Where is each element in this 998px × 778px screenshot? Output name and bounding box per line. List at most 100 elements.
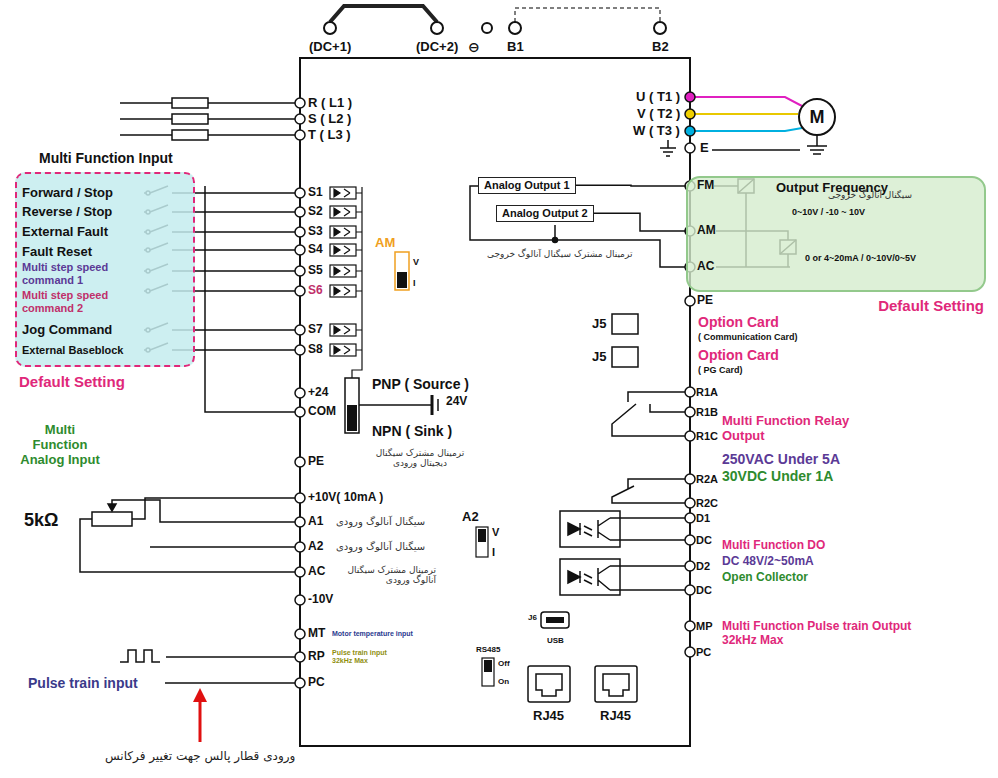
optocoupler-output	[580, 518, 685, 540]
switch-label: AM	[375, 236, 395, 251]
rs485-switch	[484, 660, 492, 672]
potentiometer	[80, 498, 295, 572]
terminal-circle	[685, 431, 695, 441]
terminal-circle	[295, 388, 305, 398]
terminal-circle	[324, 22, 666, 34]
signal-wire	[594, 213, 686, 231]
terminal-label: COM	[308, 405, 336, 419]
optocoupler-output	[568, 571, 580, 583]
terminal-circle	[431, 22, 443, 34]
option-label: ( Communication Card)	[698, 332, 798, 342]
terminal-label: DC	[696, 534, 712, 547]
persian-note: سیگنال آنالوگ ورودی	[336, 541, 425, 553]
default-setting-note: Default Setting	[878, 297, 984, 314]
rs485-switch	[482, 658, 494, 686]
rj45-port	[603, 674, 629, 696]
function-label: External Fault	[22, 225, 108, 240]
output-terminal	[685, 92, 695, 102]
box-label: Analog Output 2	[502, 207, 588, 220]
value-label: 5kΩ	[24, 510, 58, 531]
fuse-symbol	[172, 130, 208, 140]
terminal-circle	[295, 130, 305, 140]
ground-symbol	[712, 136, 827, 154]
terminal-circle	[295, 114, 305, 124]
note-text: Motor temperature input	[332, 630, 413, 638]
input-switch	[205, 186, 295, 412]
terminal-circle	[295, 266, 305, 276]
motor-wire	[695, 113, 798, 115]
terminal-circle	[324, 22, 336, 34]
group-heading: Multi Function Input	[39, 150, 173, 166]
function-label: Jog Command	[22, 323, 112, 338]
terminal-circle	[295, 207, 305, 217]
option-slot	[612, 314, 638, 334]
terminal-circle	[685, 647, 695, 657]
voltage-label: 24V	[446, 395, 467, 409]
a2-select-switch	[478, 529, 486, 542]
port-label: J5	[592, 317, 606, 332]
terminal-label: S5	[308, 264, 323, 278]
switch-label: NPN ( Sink )	[372, 423, 452, 439]
fuse-symbol	[172, 114, 208, 124]
pnp-npn-switch	[345, 378, 359, 433]
photocoupler	[330, 187, 362, 378]
terminal-label: T ( L3 )	[308, 128, 351, 143]
port-label: RS485	[476, 645, 500, 654]
port-label: J6	[528, 613, 537, 622]
terminal-circle	[295, 98, 305, 108]
terminal-label: MP	[696, 620, 713, 633]
terminal-circle	[295, 325, 305, 335]
switch-label: V	[413, 257, 419, 267]
usb-port	[546, 617, 564, 623]
option-label: Option Card	[698, 314, 779, 330]
default-setting-note: Default Setting	[19, 373, 125, 390]
terminal-circle	[685, 498, 695, 508]
rj45-port	[536, 674, 562, 696]
terminal-label: AC	[308, 565, 325, 579]
terminal-label: PC	[696, 646, 711, 659]
section-label: Multi Function Analog Input	[20, 423, 100, 468]
persian-note: سیگنال آنالوگ ورودی	[336, 516, 425, 528]
pulse-symbol	[120, 650, 295, 683]
persian-note: سیگنال آنالوگ خروجی	[828, 190, 912, 200]
terminal-label: +24	[308, 386, 328, 400]
switch-label: Off	[498, 659, 510, 668]
terminal-label: V ( T2 )	[637, 107, 680, 122]
motor-wire	[695, 97, 802, 106]
am-select-switch	[397, 272, 407, 288]
terminal-label: W ( T3 )	[633, 124, 680, 139]
potentiometer	[92, 512, 132, 526]
output-terminal	[685, 92, 695, 136]
terminal-label: (DC+1)	[309, 40, 351, 55]
pnp-npn-switch	[345, 378, 359, 433]
terminal-label: ⊖	[468, 39, 480, 55]
spec-text: 0~10V / -10 ~ 10V	[792, 207, 865, 217]
battery-symbol	[359, 395, 438, 415]
function-label: Multi step speed command 1	[22, 261, 142, 286]
battery-symbol	[437, 399, 439, 411]
rj45-port	[528, 666, 637, 702]
dc-jumper	[330, 6, 437, 22]
function-label: Fault Reset	[22, 245, 92, 260]
terminal-label: S8	[308, 343, 323, 357]
spec-text: 250VAC Under 5A	[722, 451, 840, 467]
motor-wire	[695, 97, 802, 131]
terminal-label: A1	[308, 515, 323, 529]
option-slot	[612, 347, 638, 367]
brake-resistor-link	[515, 8, 660, 22]
terminal-circle	[295, 678, 305, 688]
terminal-circle	[295, 245, 305, 255]
terminal-label: S6	[308, 284, 323, 298]
terminal-label: R2C	[696, 497, 718, 510]
terminal-circle	[295, 595, 305, 605]
terminal-label: E	[700, 141, 709, 156]
terminal-label: AC	[697, 260, 714, 274]
battery-symbol	[431, 395, 434, 415]
terminal-label: DC	[696, 584, 712, 597]
ground-symbol	[660, 140, 676, 156]
box-label: Analog Output 1	[484, 179, 570, 192]
terminal-label: B2	[652, 40, 669, 55]
function-label: Multi step speed command 2	[22, 289, 142, 314]
switch-label: A2	[462, 510, 479, 525]
spec-text: Multi Function DO	[722, 539, 825, 553]
